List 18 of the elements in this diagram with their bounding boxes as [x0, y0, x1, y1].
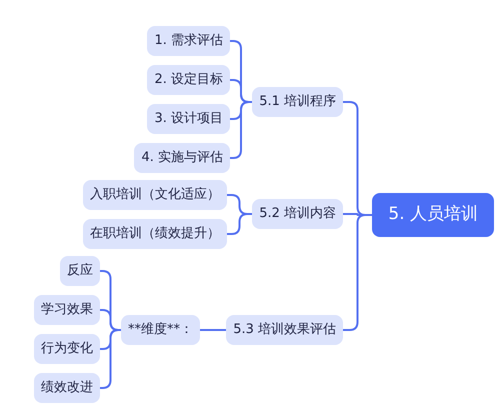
topic-node: 学习效果 — [34, 295, 100, 325]
topic-node: 在职培训（绩效提升） — [83, 219, 227, 249]
topic-node: 3. 设计项目 — [147, 104, 230, 134]
topic-node: 4. 实施与评估 — [134, 143, 230, 173]
topic-node: 入职培训（文化适应） — [83, 180, 227, 210]
connector-line — [100, 329, 121, 389]
connector-line — [230, 101, 252, 159]
topic-node: **维度**： — [121, 315, 200, 345]
central-topic: 5. 人员培训 — [372, 193, 494, 237]
topic-node: 5.1 培训程序 — [252, 87, 343, 117]
topic-node: 1. 需求评估 — [147, 26, 230, 56]
topic-node: 5.3 培训效果评估 — [226, 315, 343, 345]
topic-node: 2. 设定目标 — [147, 65, 230, 95]
connector-line — [200, 329, 226, 331]
topic-node: 行为变化 — [34, 334, 100, 364]
topic-node: 绩效改进 — [34, 373, 100, 403]
topic-node: 反应 — [60, 256, 100, 286]
topic-node: 5.2 培训内容 — [252, 199, 343, 229]
